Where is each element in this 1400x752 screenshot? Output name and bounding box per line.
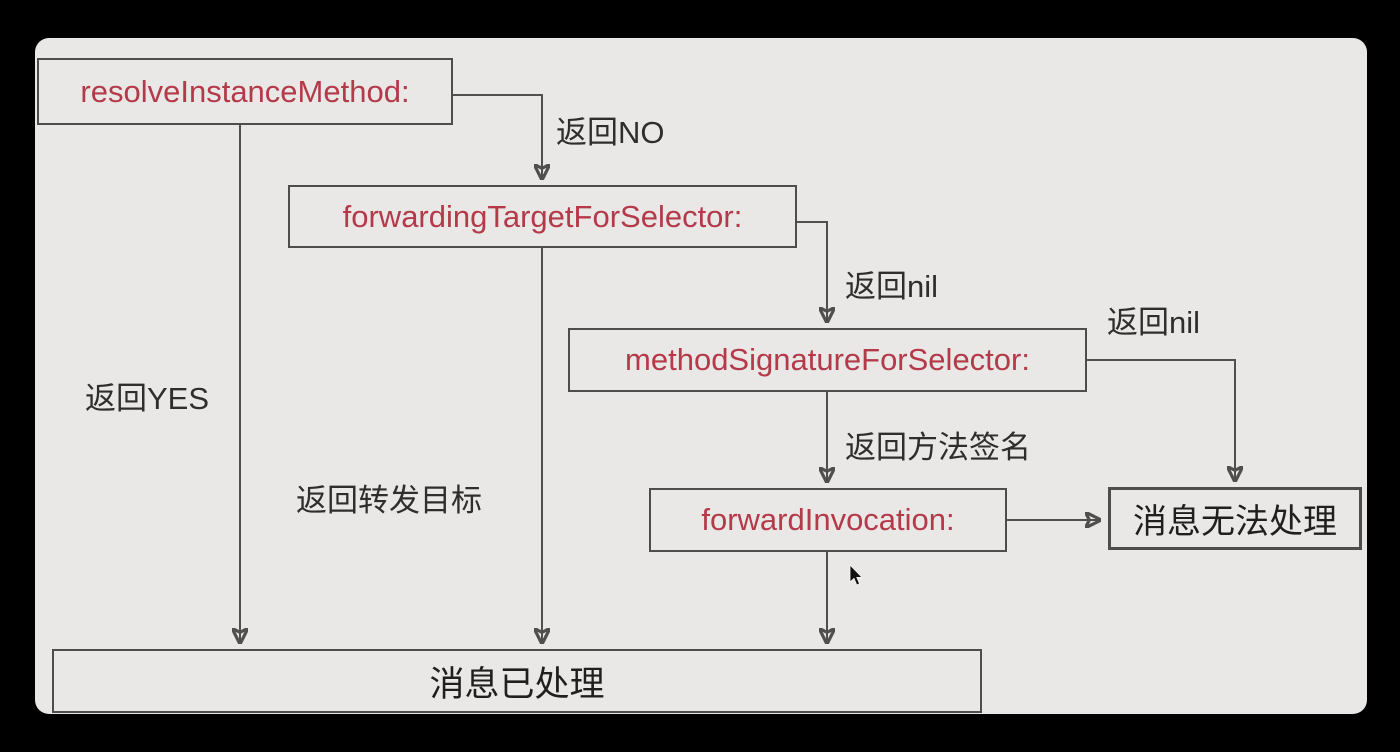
flow-node-label: methodSignatureForSelector:	[625, 342, 1030, 377]
flow-node-label: forwardInvocation:	[701, 502, 955, 537]
flow-node-label: 消息无法处理	[1133, 503, 1337, 541]
edge-resolve-to-forwardingtarget	[453, 94, 542, 177]
flow-node-label: 消息已处理	[429, 664, 605, 704]
mouse-cursor-icon	[849, 565, 863, 586]
edge-label-return-method-signature: 返回方法签名	[845, 430, 1031, 465]
flow-node-message-handled: 消息已处理	[52, 649, 982, 713]
flow-node-forwardinvocation: forwardInvocation:	[649, 488, 1007, 552]
flow-node-methodsignatureforselector: methodSignatureForSelector:	[568, 328, 1087, 392]
edge-label-return-yes: 返回YES	[85, 381, 210, 416]
edge-label-return-nil-2: 返回nil	[1107, 305, 1201, 340]
flow-node-label: resolveInstanceMethod:	[80, 73, 410, 109]
edge-forwardingtarget-to-methodsignature	[797, 221, 827, 320]
flow-node-forwardingtargetforselector: forwardingTargetForSelector:	[288, 185, 797, 248]
edge-methodsignature-to-unhandled	[1087, 359, 1235, 479]
edge-label-return-nil-1: 返回nil	[845, 269, 939, 304]
flow-node-label: forwardingTargetForSelector:	[342, 198, 743, 234]
flowchart-canvas: resolveInstanceMethod: forwardingTargetF…	[35, 38, 1367, 714]
flow-node-resolveinstancemethod: resolveInstanceMethod:	[37, 58, 453, 125]
edge-label-return-forward-target: 返回转发目标	[296, 483, 482, 518]
flow-node-message-unhandled: 消息无法处理	[1108, 487, 1362, 550]
connector-lines	[35, 94, 1367, 714]
edge-label-return-no: 返回NO	[556, 115, 665, 150]
